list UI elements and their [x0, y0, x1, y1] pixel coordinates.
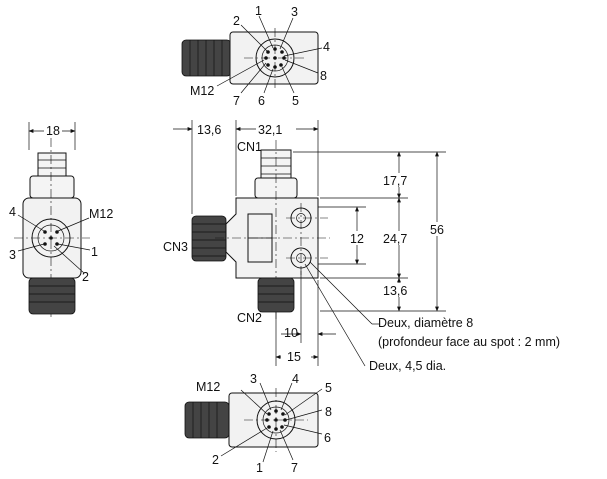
front-dim-15: 15 [287, 350, 301, 364]
bottom-pin-7: 7 [291, 461, 298, 475]
front-dim-bottom: 13,6 [383, 284, 407, 298]
top-pin-7: 7 [233, 94, 240, 108]
connector-cn1: CN1 [237, 140, 262, 154]
top-thread-label: M12 [190, 84, 214, 98]
bottom-pin-3: 3 [250, 372, 257, 386]
top-pin-6: 6 [258, 94, 265, 108]
connector-cn2: CN2 [237, 311, 262, 325]
connector-cn3: CN3 [163, 240, 188, 254]
bottom-pin-6: 6 [324, 431, 331, 445]
bottom-view: M12 3 4 5 8 6 2 1 7 [184, 372, 332, 475]
front-width-left: 13,6 [197, 123, 221, 137]
front-dim-hole-gap: 12 [350, 232, 364, 246]
bottom-pin-8: 8 [325, 405, 332, 419]
bottom-pin-4: 4 [292, 372, 299, 386]
top-pin-1: 1 [255, 4, 262, 18]
bottom-pin-1: 1 [256, 461, 263, 475]
top-pin-4: 4 [323, 40, 330, 54]
top-pin-2: 2 [233, 14, 240, 28]
front-dim-10: 10 [284, 326, 298, 340]
top-pin-5: 5 [292, 94, 299, 108]
left-pin-2: 2 [82, 270, 89, 284]
bottom-pin-2: 2 [212, 453, 219, 467]
left-width-dim: 18 [46, 124, 60, 138]
left-view: 18 4 3 1 2 M12 [9, 122, 113, 318]
front-dim-top: 17,7 [383, 174, 407, 188]
left-pin-1: 1 [91, 245, 98, 259]
front-dim-mid: 24,7 [383, 232, 407, 246]
bottom-thread-label: M12 [196, 380, 220, 394]
front-view: 13,6 32,1 17,7 24,7 13,6 56 12 10 15 [163, 120, 560, 373]
left-pin-4: 4 [9, 205, 16, 219]
note-depth: (profondeur face au spot : 2 mm) [378, 335, 560, 349]
top-pin-8: 8 [320, 69, 327, 83]
front-width-body: 32,1 [258, 123, 282, 137]
bottom-pin-5: 5 [325, 381, 332, 395]
top-view: 2 1 3 4 8 5 6 7 M12 [181, 4, 330, 108]
front-dim-total: 56 [430, 223, 444, 237]
left-thread-label: M12 [89, 207, 113, 221]
top-pin-3: 3 [291, 5, 298, 19]
note-counterbore: Deux, diamètre 8 [378, 316, 473, 330]
left-pin-3: 3 [9, 248, 16, 262]
note-holes: Deux, 4,5 dia. [369, 359, 446, 373]
